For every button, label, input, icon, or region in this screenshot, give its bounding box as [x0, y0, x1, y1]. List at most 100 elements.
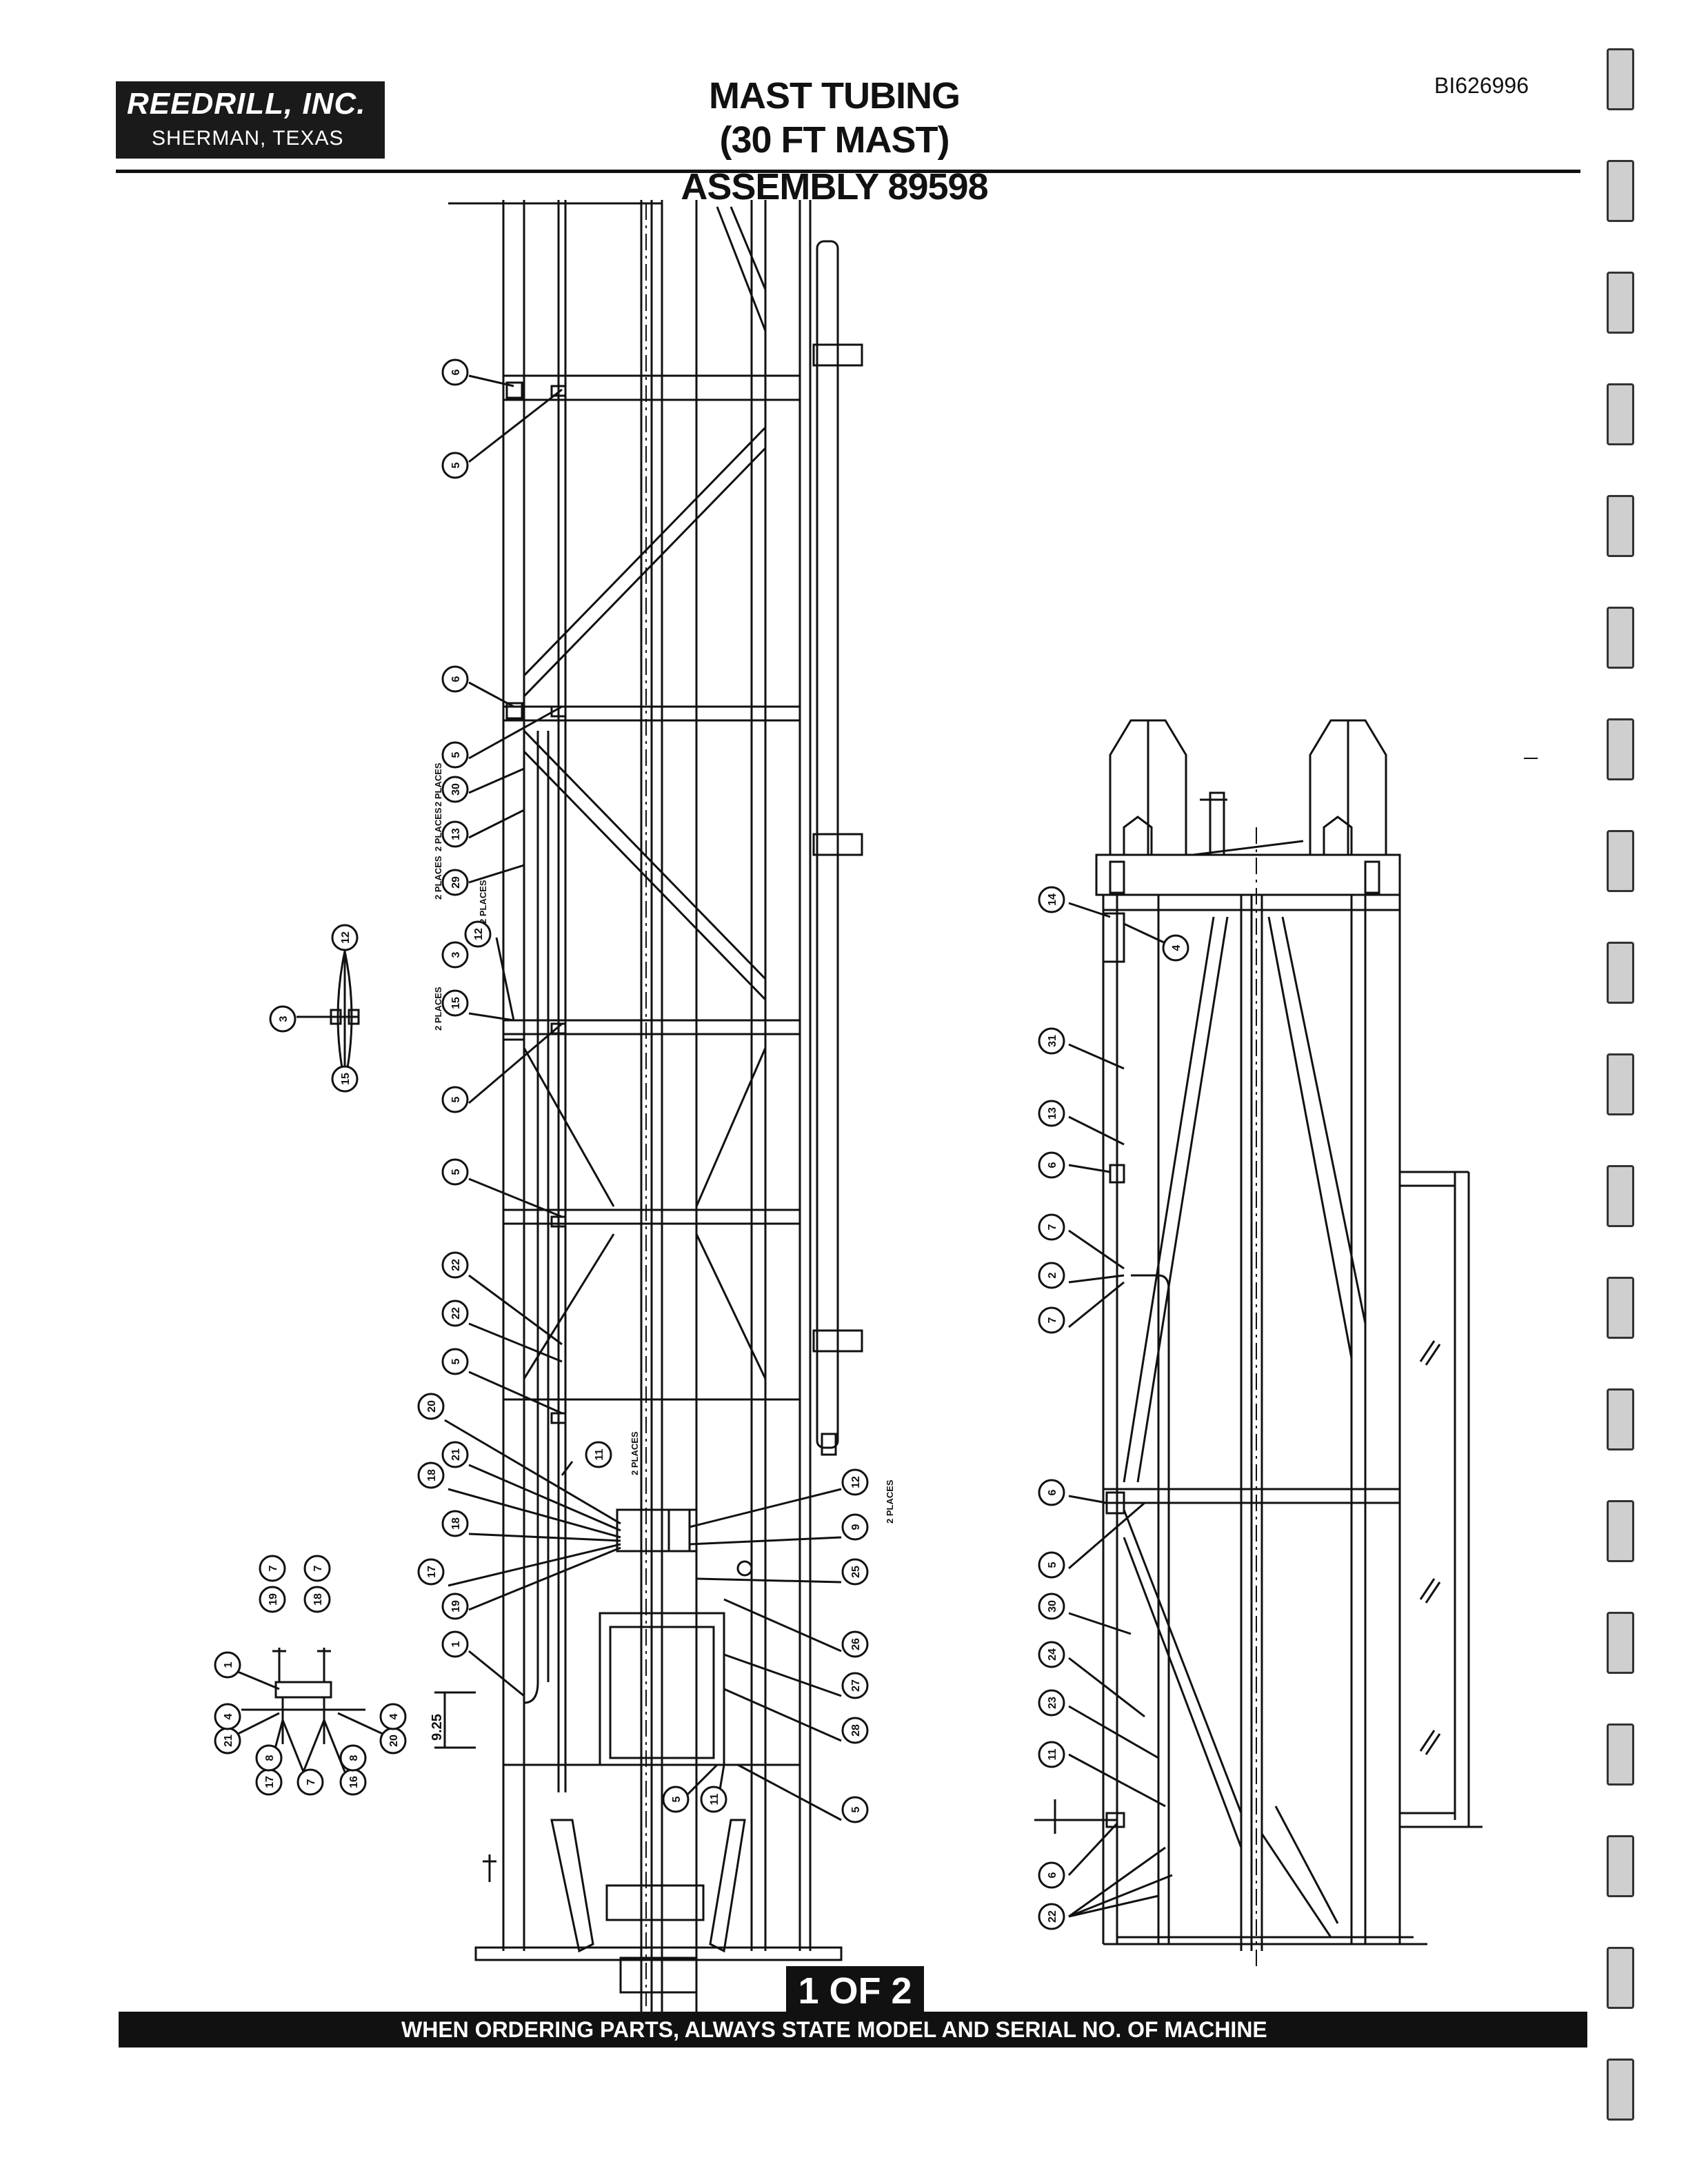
callout-number: 11	[1047, 1748, 1058, 1760]
callout-number: 17	[264, 1776, 276, 1788]
callout-balloon: 5	[662, 1786, 690, 1813]
callout-balloon: 14	[1038, 886, 1065, 913]
callout-balloon: 19	[259, 1586, 286, 1613]
callout-balloon: 15	[331, 1065, 359, 1093]
footer-note: WHEN ORDERING PARTS, ALWAYS STATE MODEL …	[401, 2017, 1267, 2042]
callout-balloon: 8	[339, 1744, 367, 1772]
callout-balloon: 26	[841, 1630, 869, 1658]
callout-balloon: 21	[214, 1727, 241, 1755]
place-note: 2 PLACES	[885, 1479, 895, 1524]
callout-number: 15	[450, 997, 462, 1009]
callout-balloon: 5	[441, 1158, 469, 1186]
callout-number: 4	[388, 1713, 400, 1719]
callout-number: 7	[1047, 1224, 1058, 1230]
company-logo: REEDRILL, INC. SHERMAN, TEXAS	[116, 81, 385, 159]
callout-balloon: 6	[441, 358, 469, 386]
callout-number: 21	[223, 1735, 234, 1747]
callout-balloon: 16	[339, 1768, 367, 1796]
callout-balloon: 20	[417, 1393, 445, 1420]
callout-number: 8	[348, 1755, 360, 1761]
callout-number: 16	[348, 1776, 360, 1788]
callout-balloon: 21	[441, 1441, 469, 1468]
callout-number: 17	[426, 1566, 438, 1578]
callout-number: 14	[1047, 893, 1058, 906]
callout-number: 24	[1047, 1648, 1058, 1661]
binder-tab	[1607, 1947, 1634, 2009]
binder-tab	[1607, 1165, 1634, 1227]
callout-balloon: 5	[441, 452, 469, 479]
callout-number: 7	[305, 1779, 317, 1785]
callout-balloon: 6	[441, 665, 469, 693]
title-line-3: ASSEMBLY 89598	[681, 166, 988, 208]
callout-balloon: 13	[1038, 1100, 1065, 1127]
callout-balloon: 6	[1038, 1861, 1065, 1889]
footer-note-bar: WHEN ORDERING PARTS, ALWAYS STATE MODEL …	[119, 2012, 1587, 2048]
callout-number: 6	[450, 369, 462, 375]
sheet-number: 1 OF 2	[786, 1966, 924, 2016]
callout-balloon: 31	[1038, 1027, 1065, 1055]
callout-balloon: 30	[1038, 1593, 1065, 1620]
callout-balloon: 7	[259, 1555, 286, 1582]
callout-number: 31	[1047, 1035, 1058, 1047]
binder-tab	[1607, 830, 1634, 892]
place-note: 2 PLACES	[630, 1431, 640, 1475]
title-line-2: (30 FT MAST)	[719, 119, 950, 161]
title-line-1: MAST TUBING	[709, 75, 961, 117]
binder-tab	[1607, 383, 1634, 445]
callout-balloon: 17	[417, 1558, 445, 1586]
dimension-label: 9.25	[430, 1714, 445, 1741]
binder-tabs	[1607, 48, 1634, 2144]
callout-balloon: 18	[441, 1510, 469, 1537]
callout-balloon: 9	[841, 1513, 869, 1541]
callout-balloon: 20	[379, 1727, 407, 1755]
callout-number: 3	[278, 1015, 290, 1022]
callout-number: 13	[450, 828, 462, 840]
callout-balloon: 11	[585, 1441, 612, 1468]
binder-tab	[1607, 2059, 1634, 2121]
callout-number: 1	[223, 1661, 234, 1668]
header-rule	[116, 170, 1580, 173]
place-note: 2 PLACES	[433, 807, 443, 851]
callout-number: 5	[450, 462, 462, 468]
callout-number: 15	[340, 1073, 352, 1085]
callout-balloon: 8	[255, 1744, 283, 1772]
binder-tab	[1607, 160, 1634, 222]
binder-tab	[1607, 1277, 1634, 1339]
document-id: BI626996	[1434, 73, 1529, 98]
callout-number: 4	[223, 1713, 234, 1719]
callout-balloon: 12	[841, 1468, 869, 1496]
callout-balloon: 5	[1038, 1551, 1065, 1579]
callout-balloon: 22	[441, 1251, 469, 1279]
callout-balloon: 24	[1038, 1641, 1065, 1668]
callout-number: 8	[264, 1755, 276, 1761]
callout-number: 25	[850, 1566, 862, 1578]
callout-balloon: 19	[441, 1593, 469, 1620]
callout-balloon: 7	[1038, 1306, 1065, 1334]
callout-number: 12	[340, 931, 352, 944]
callout-number: 27	[850, 1679, 862, 1692]
callout-number: 22	[1047, 1910, 1058, 1923]
callout-balloon: 7	[1038, 1213, 1065, 1241]
callout-number: 7	[312, 1565, 324, 1571]
callout-balloon: 7	[297, 1768, 324, 1796]
callout-number: 26	[850, 1638, 862, 1650]
place-note: 2 PLACES	[478, 880, 488, 924]
callout-number: 29	[450, 876, 462, 889]
callout-balloon: 12	[331, 924, 359, 951]
callout-balloon: 17	[255, 1768, 283, 1796]
callout-number: 19	[450, 1600, 462, 1612]
callout-number: 18	[312, 1593, 324, 1606]
callout-number: 22	[450, 1307, 462, 1320]
callout-number: 7	[268, 1565, 279, 1571]
callout-balloon: 2	[1038, 1262, 1065, 1289]
callout-balloon: 3	[441, 941, 469, 969]
binder-tab	[1607, 607, 1634, 669]
callout-number: 21	[450, 1448, 462, 1461]
callout-number: 5	[850, 1806, 862, 1812]
binder-tab	[1607, 495, 1634, 557]
callout-balloon: 1	[441, 1630, 469, 1658]
binder-tab	[1607, 942, 1634, 1004]
callout-balloon: 22	[441, 1300, 469, 1327]
callout-number: 30	[1047, 1600, 1058, 1612]
